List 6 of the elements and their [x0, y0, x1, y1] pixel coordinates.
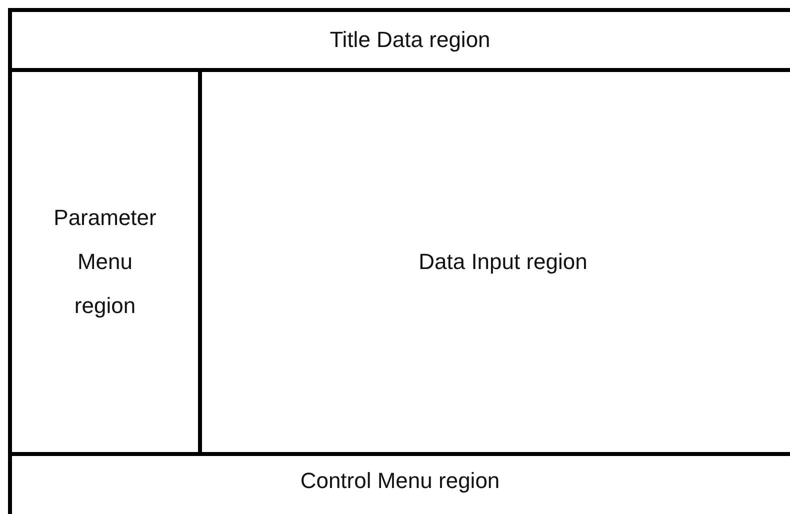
region-label: Title Data region [330, 27, 490, 53]
region-label: Data Input region [418, 249, 588, 275]
region-panel [8, 452, 790, 514]
region-panel [8, 8, 790, 72]
region-label: Control Menu region [300, 468, 500, 494]
region-label: Parameter Menu region [52, 204, 158, 320]
